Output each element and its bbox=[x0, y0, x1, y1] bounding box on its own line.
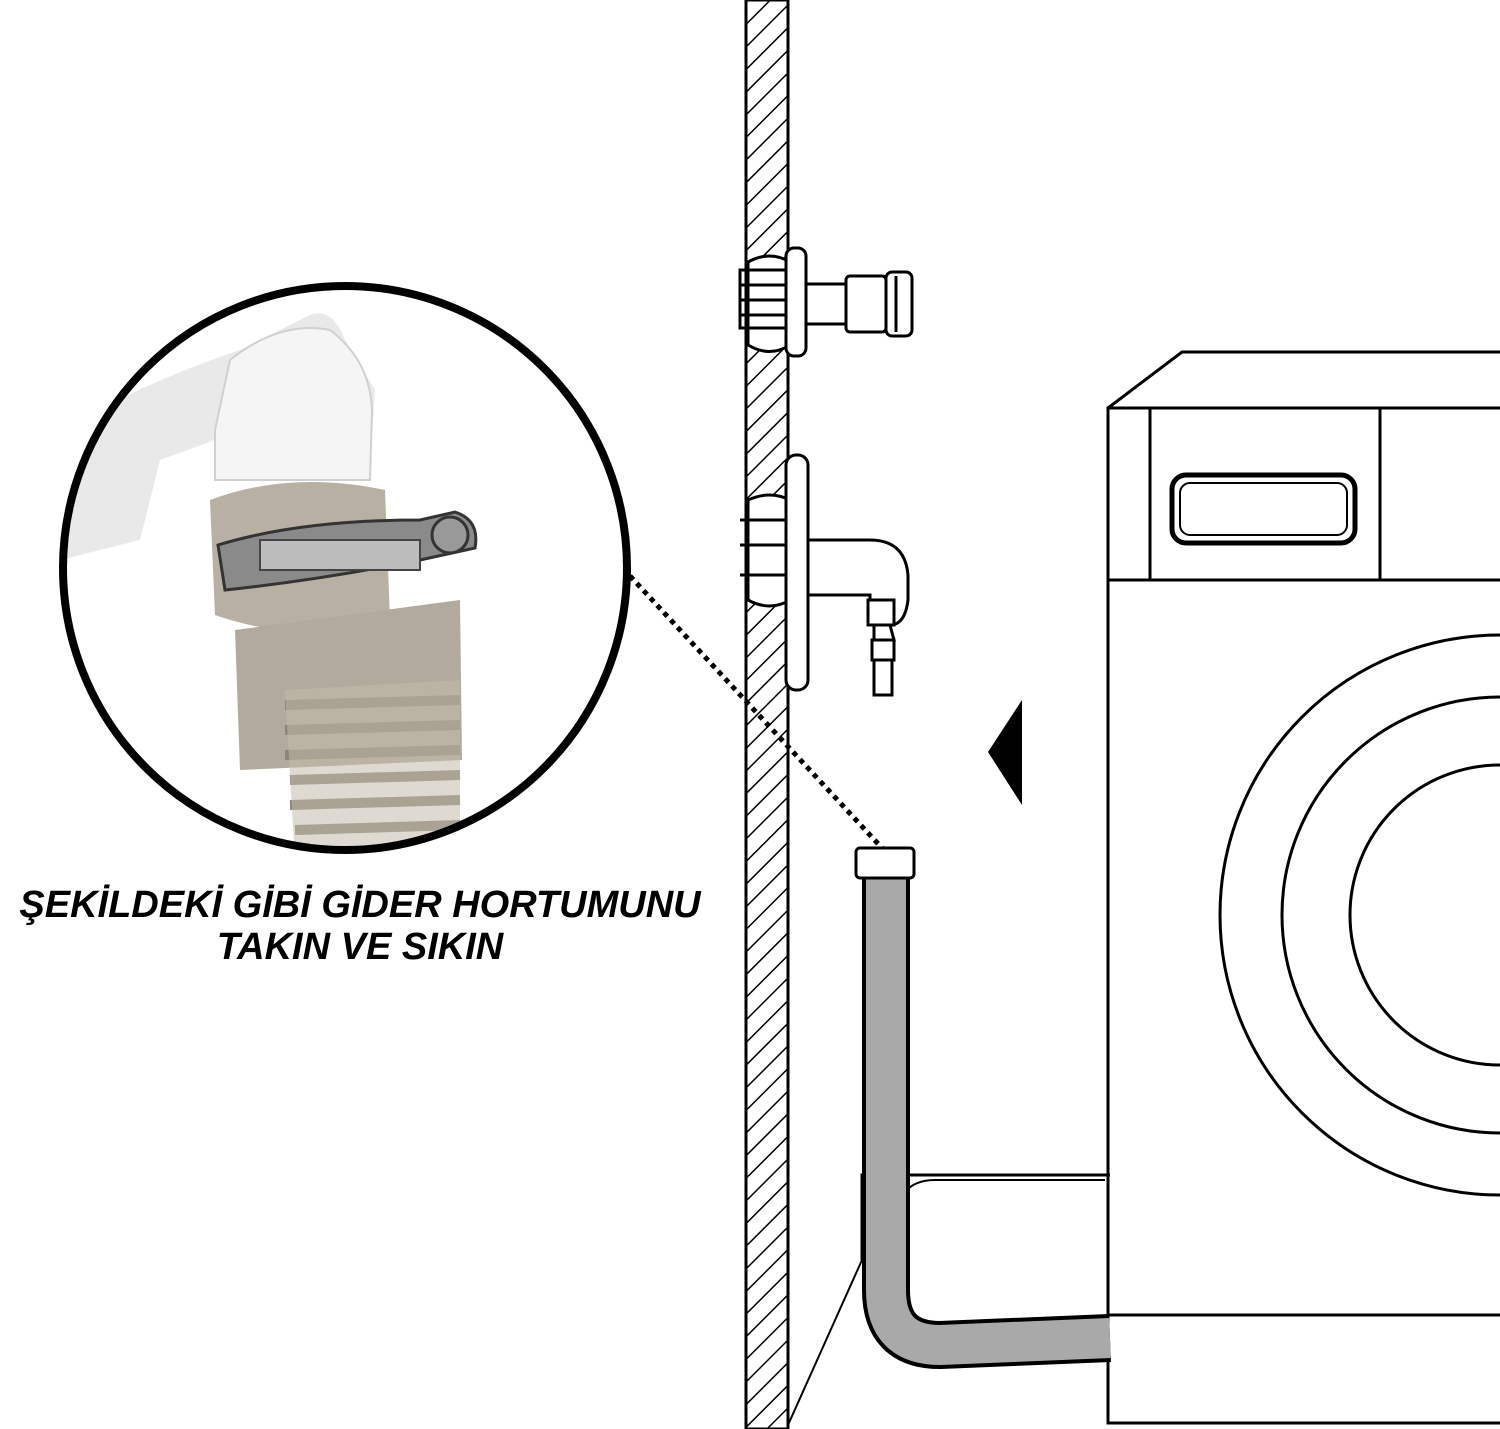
instruction-caption-line-1: ŞEKİLDEKİ GİBİ GİDER HORTUMUNU bbox=[19, 884, 701, 926]
pointer-dotted-line bbox=[628, 574, 884, 850]
drain-elbow-icon bbox=[740, 453, 910, 697]
hose-clamp-icon bbox=[216, 510, 478, 592]
washing-machine-icon bbox=[1106, 350, 1500, 1425]
zoom-magnifier-circle-icon bbox=[59, 282, 631, 854]
arrow-indicator-icon bbox=[988, 700, 1022, 805]
wall-hatch-icon bbox=[744, 0, 790, 1429]
instruction-caption-line-2: TAKIN VE SIKIN bbox=[216, 926, 504, 968]
water-tap-icon bbox=[738, 246, 914, 358]
drain-hose-icon bbox=[854, 846, 1111, 1369]
instruction-caption: ŞEKİLDEKİ GİBİ GİDER HORTUMUNU TAKIN VE … bbox=[0, 884, 720, 968]
floor-line bbox=[787, 1259, 863, 1426]
